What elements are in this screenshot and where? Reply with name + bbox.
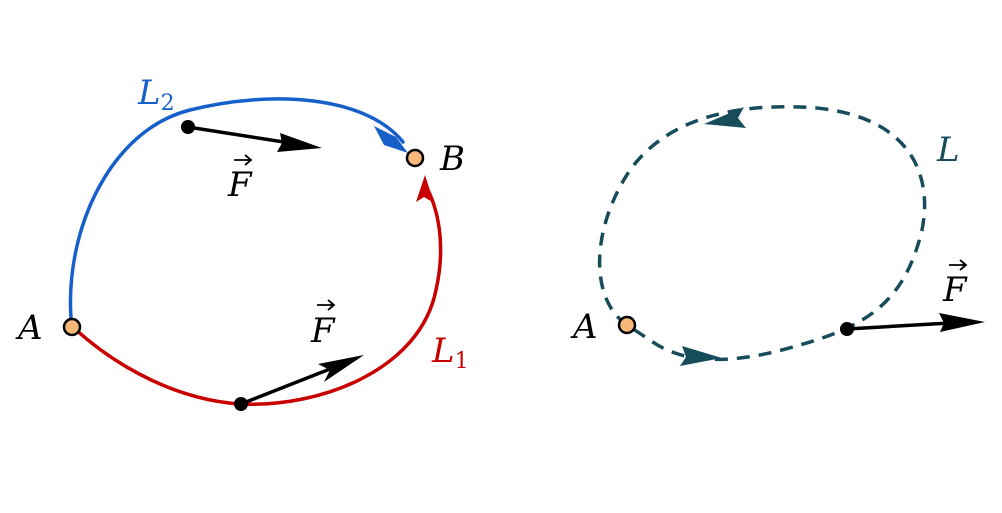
point-a-marker [62, 317, 82, 337]
closed-loop-l [597, 105, 927, 362]
force-vector-bottom [240, 365, 336, 406]
svg-text:F: F [942, 270, 968, 310]
loop-force-vector-arrowhead [939, 313, 985, 332]
loop-l-label: L [936, 130, 960, 170]
curve-l2-arrowhead [374, 126, 408, 153]
force-label-top-vector-arrow [234, 154, 253, 166]
curve-l1-label: L1 [431, 331, 469, 374]
force-vector-top [187, 125, 291, 145]
force-label-bottom: F [310, 299, 336, 351]
curve-l1 [72, 188, 443, 407]
curve-l1-arrowhead [416, 175, 434, 203]
force-vector-bottom-arrowhead [318, 355, 364, 382]
point-b-label: B [439, 139, 465, 179]
loop-force-label: F [942, 259, 968, 310]
left-panel: A B L2 L1 F F [15, 73, 469, 411]
force-origin-bottom [234, 397, 248, 411]
force-vector-top-arrowhead [277, 133, 322, 152]
loop-point-a-label: A [570, 307, 598, 347]
loop-force-label-vector-arrow [949, 259, 968, 271]
svg-text:F: F [227, 165, 253, 205]
closed-loop-arrowhead-top [704, 107, 746, 128]
curve-l2 [68, 97, 405, 320]
loop-force-origin [840, 322, 854, 336]
point-a-label: A [15, 308, 43, 348]
curve-l2-label: L2 [137, 73, 175, 116]
loop-point-a-marker [617, 315, 637, 335]
point-b-marker [405, 148, 425, 168]
closed-loop-arrowhead-bottom [680, 346, 722, 366]
svg-text:F: F [310, 311, 336, 351]
right-panel: A L F [570, 105, 985, 366]
force-origin-top [181, 120, 195, 134]
force-label-top: F [227, 154, 253, 205]
loop-force-vector [846, 321, 951, 331]
force-label-bottom-vector-arrow [317, 299, 336, 311]
